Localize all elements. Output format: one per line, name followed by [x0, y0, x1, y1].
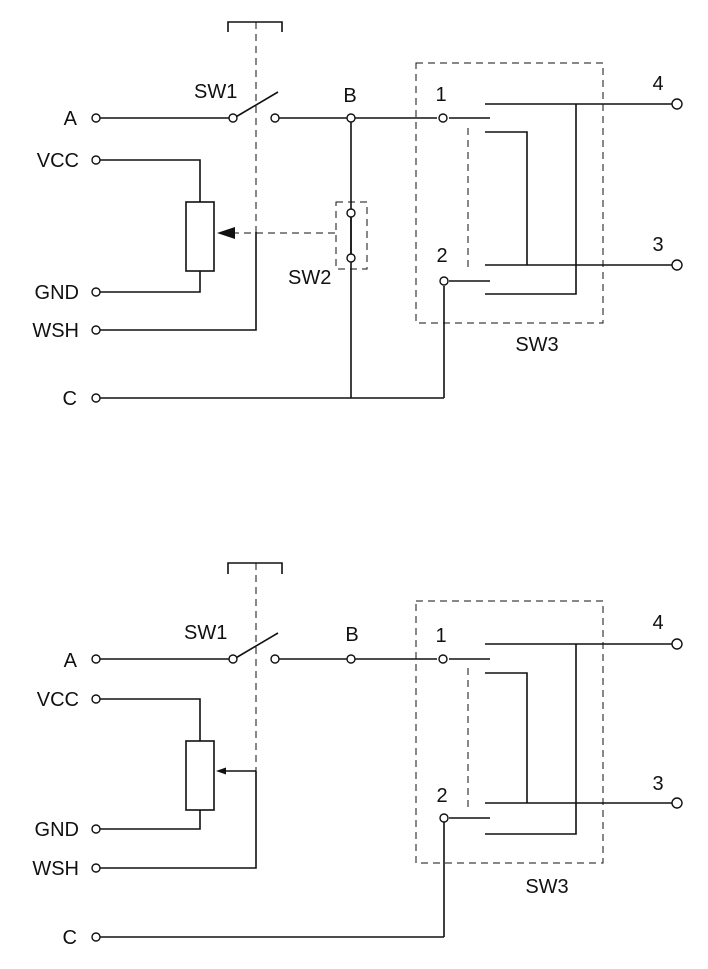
label-vcc: VCC [37, 150, 79, 172]
terminal-3 [671, 797, 683, 809]
sw3-port-2 [439, 813, 449, 823]
wire-wsh [100, 771, 257, 869]
potentiometer [185, 201, 215, 272]
terminal-wsh [91, 863, 101, 873]
sw3-port-1 [438, 654, 448, 664]
wire-wsh [100, 232, 257, 331]
label-sw3: SW3 [525, 876, 568, 898]
label-c: C [63, 388, 77, 410]
terminal-gnd [91, 287, 101, 297]
terminal-a [91, 113, 101, 123]
label-port-2: 2 [436, 785, 447, 807]
label-sw1: SW1 [184, 622, 227, 644]
wire-gnd [100, 810, 201, 830]
sw1-terminal-right [270, 113, 280, 123]
sw3-port-2 [439, 276, 449, 286]
label-port-1: 1 [435, 625, 446, 647]
sw3-contact-lower-bar [485, 644, 577, 835]
label-gnd: GND [35, 282, 79, 304]
terminal-vcc [91, 155, 101, 165]
label-port-3: 3 [652, 773, 663, 795]
sw3-contact-lower-bar [485, 104, 577, 295]
sw3-box [415, 600, 604, 864]
label-wsh: WSH [32, 858, 79, 880]
label-a: A [64, 108, 78, 130]
diagram-top: A VCC GND WSH C SW1 B SW2 1 2 4 3 SW3 [32, 21, 683, 410]
sw1-contact-blade [233, 632, 279, 660]
potentiometer-wiper-arrow [217, 227, 235, 239]
sw3-box [415, 62, 604, 324]
sw1-terminal-left [228, 654, 238, 664]
wire-vcc [100, 159, 201, 202]
potentiometer-wiper-arrow [216, 767, 226, 775]
sw3-contact-upper-bar [485, 131, 528, 265]
terminal-wsh [91, 325, 101, 335]
diagram-bottom: A VCC GND WSH C SW1 B 1 2 4 3 SW3 [32, 562, 683, 949]
terminal-4 [671, 98, 683, 110]
terminal-4 [671, 638, 683, 650]
sw1-terminal-right [270, 654, 280, 664]
sw2-box [335, 201, 368, 270]
label-port-3: 3 [652, 234, 663, 256]
sw3-port-1 [438, 113, 448, 123]
label-b: B [343, 85, 356, 107]
terminal-gnd [91, 824, 101, 834]
terminal-3 [671, 259, 683, 271]
sw1-contact-blade [233, 91, 279, 119]
potentiometer [185, 740, 215, 811]
wire-gnd [100, 271, 201, 293]
label-vcc: VCC [37, 689, 79, 711]
terminal-c [91, 932, 101, 942]
label-wsh: WSH [32, 320, 79, 342]
terminal-a [91, 654, 101, 664]
sw1-actuator-bracket [227, 562, 283, 574]
sw2-terminal-bottom [346, 253, 356, 263]
label-a: A [64, 650, 78, 672]
node-b [346, 113, 356, 123]
label-c: C [63, 927, 77, 949]
sw3-contact-upper-bar [485, 672, 528, 803]
wire-vcc [100, 698, 201, 741]
label-sw3: SW3 [515, 334, 558, 356]
label-sw2: SW2 [288, 267, 331, 289]
label-port-2: 2 [436, 245, 447, 267]
sw1-terminal-left [228, 113, 238, 123]
label-port-4: 4 [652, 612, 663, 634]
sw1-actuator-bracket [227, 21, 283, 32]
terminal-c [91, 393, 101, 403]
sw2-terminal-top [346, 208, 356, 218]
label-port-1: 1 [435, 84, 446, 106]
terminal-vcc [91, 694, 101, 704]
label-sw1: SW1 [194, 81, 237, 103]
label-b: B [345, 624, 358, 646]
label-port-4: 4 [652, 73, 663, 95]
node-b [346, 654, 356, 664]
label-gnd: GND [35, 819, 79, 841]
